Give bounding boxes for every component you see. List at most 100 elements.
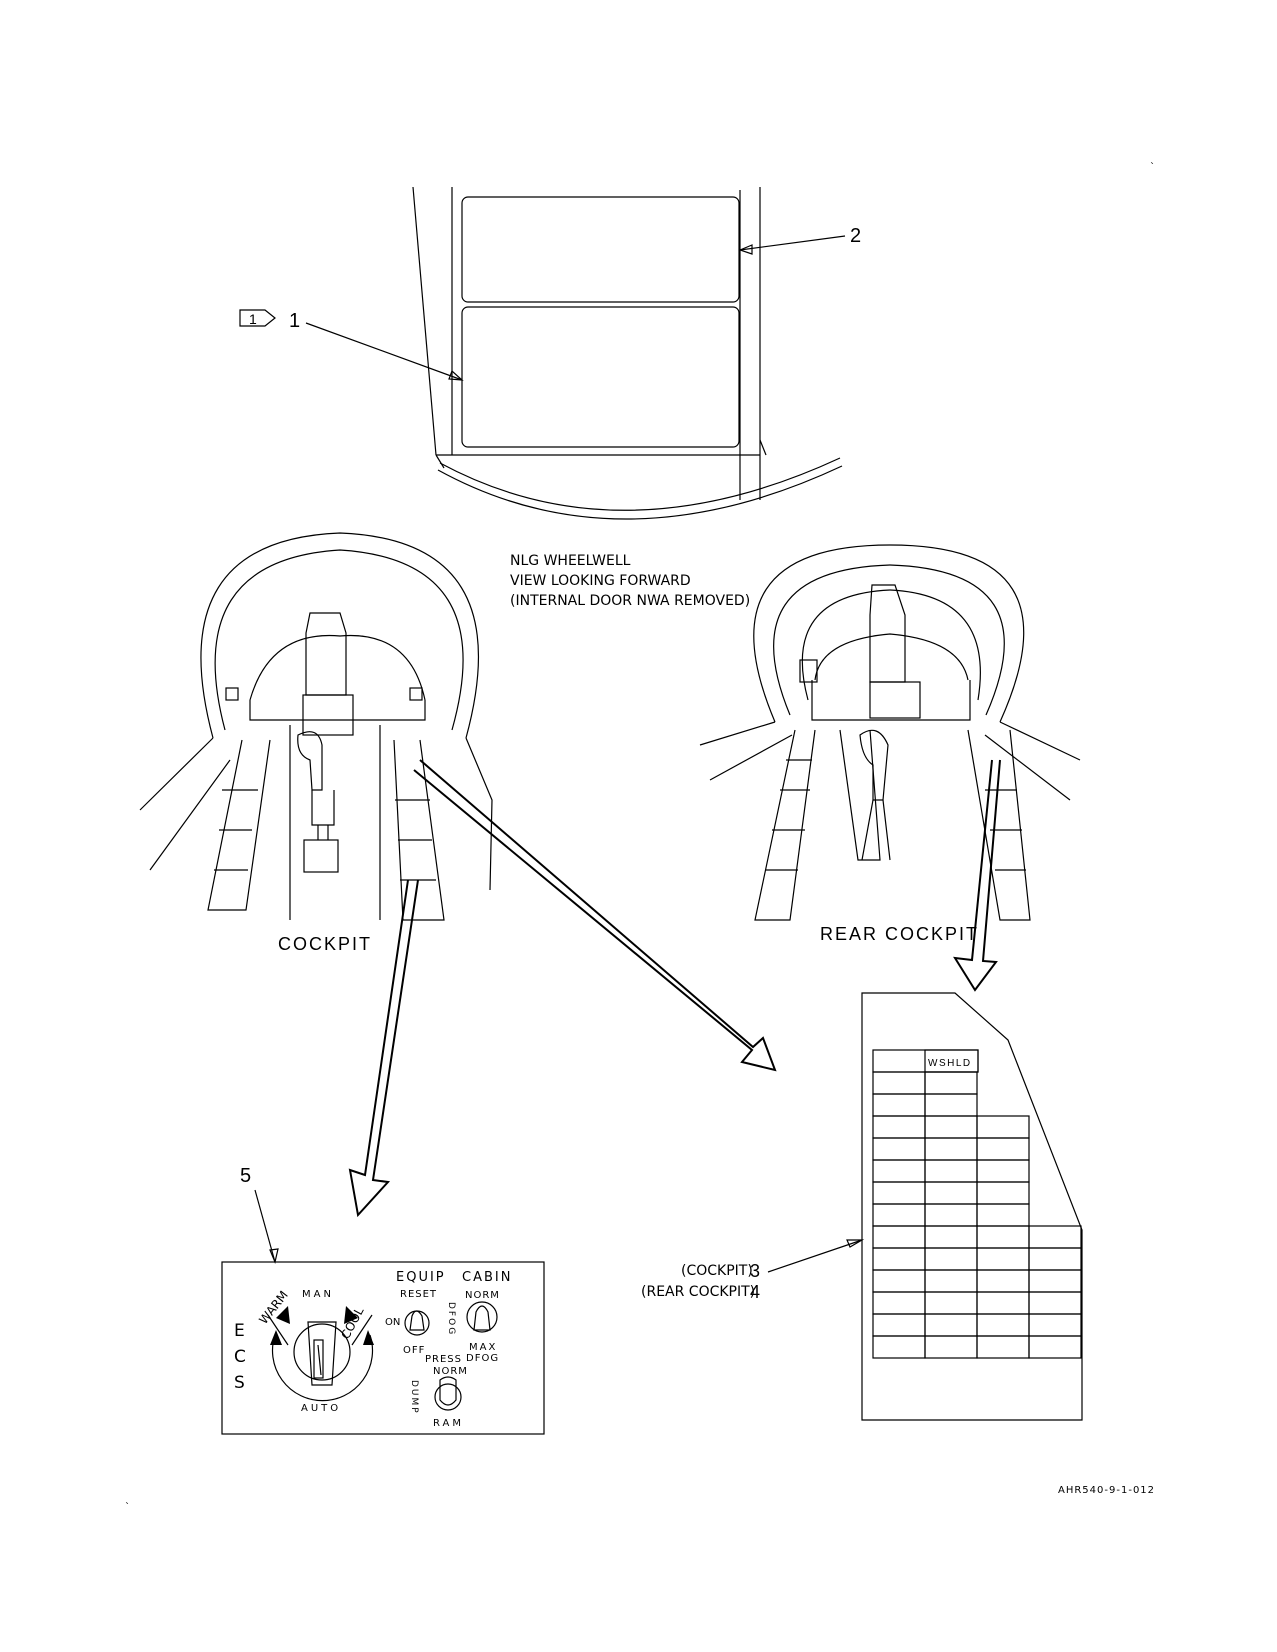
equip-label: EQUIP <box>396 1270 446 1285</box>
arrow-front-to-ecs <box>348 879 419 1218</box>
breaker-cell <box>872 1093 926 1117</box>
cabin-dfog-switch[interactable] <box>466 1301 498 1333</box>
dfog-vertical-label: DFOG <box>446 1302 456 1336</box>
stray-mark-2: ` <box>125 1501 130 1513</box>
caption-line-1: NLG WHEELWELL <box>510 553 631 569</box>
circuit-breaker-panel <box>861 992 1083 1421</box>
breaker-cell <box>924 1071 978 1095</box>
breaker-cell <box>1028 1335 1082 1359</box>
press-norm-label: NORM <box>433 1366 468 1377</box>
callout-4-number: 4 <box>750 1282 760 1302</box>
breaker-cell <box>872 1181 926 1205</box>
arrow-front-to-panel <box>413 759 777 1072</box>
breaker-cell <box>1028 1313 1082 1337</box>
callout-2: 2 <box>738 225 861 255</box>
breaker-cell <box>924 1225 978 1249</box>
breaker-cell <box>872 1247 926 1271</box>
flag-note-number: 1 <box>249 311 257 327</box>
on-label: ON <box>385 1317 400 1328</box>
max-label: MAX <box>469 1342 497 1353</box>
equip-reset-switch[interactable] <box>404 1310 430 1336</box>
breaker-cell <box>976 1225 1030 1249</box>
breaker-cell <box>872 1291 926 1315</box>
nlg-wheelwell-drawing <box>412 186 843 520</box>
breaker-cell <box>1028 1247 1082 1271</box>
breaker-cell <box>924 1093 978 1117</box>
breaker-cell <box>976 1291 1030 1315</box>
temperature-knob[interactable] <box>267 1306 374 1402</box>
breaker-cell <box>872 1335 926 1359</box>
ecs-label-c: C <box>234 1347 246 1367</box>
callout-4-label: (REAR COCKPIT) <box>641 1284 755 1300</box>
breaker-cell <box>976 1115 1030 1139</box>
reset-label: RESET <box>400 1289 437 1300</box>
breaker-cell <box>924 1247 978 1271</box>
breaker-cell <box>976 1247 1030 1271</box>
breaker-cell <box>976 1335 1030 1359</box>
breaker-cell <box>924 1203 978 1227</box>
breaker-cell <box>976 1313 1030 1337</box>
breaker-cell <box>872 1137 926 1161</box>
cool-label: COOL <box>338 1305 366 1342</box>
breaker-cell <box>872 1159 926 1183</box>
figure-id: AHR540-9-1-012 <box>1058 1485 1155 1496</box>
breaker-cell <box>872 1225 926 1249</box>
callout-5-number: 5 <box>240 1165 251 1187</box>
callout-5: 5 <box>240 1165 279 1264</box>
breaker-cell <box>924 1269 978 1293</box>
ram-label: RAM <box>433 1418 464 1429</box>
press-label: PRESS <box>425 1354 462 1365</box>
man-label: MAN <box>302 1289 334 1300</box>
dump-label: DUMP <box>409 1380 419 1415</box>
breaker-cell <box>924 1291 978 1315</box>
callout-2-number: 2 <box>850 225 861 247</box>
breaker-cell <box>924 1115 978 1139</box>
breaker-cell <box>976 1137 1030 1161</box>
dfog-label: DFOG <box>466 1353 499 1364</box>
callout-3-label: (COCKPIT) <box>681 1263 753 1279</box>
callout-3-4: (COCKPIT) 3 (REAR COCKPIT) 4 <box>641 1239 865 1302</box>
flag-note-box <box>239 309 276 327</box>
rear-cockpit-label: REAR COCKPIT <box>820 924 979 944</box>
ecs-label-e: E <box>234 1321 245 1341</box>
breaker-cell <box>1028 1291 1082 1315</box>
callout-1-number: 1 <box>289 310 300 332</box>
arrow-rear-to-panel <box>953 759 1001 992</box>
breaker-cell <box>872 1203 926 1227</box>
breaker-cell <box>976 1181 1030 1205</box>
cabin-label: CABIN <box>462 1270 512 1285</box>
auto-label: AUTO <box>301 1403 341 1414</box>
rear-cockpit-drawing <box>699 544 1081 921</box>
breaker-cell <box>1028 1269 1082 1293</box>
breaker-cell <box>976 1203 1030 1227</box>
ecs-control-panel: E C S MAN WARM COOL AUTO EQUIP CABIN RES… <box>221 1261 545 1435</box>
caption-line-2: VIEW LOOKING FORWARD <box>510 573 691 589</box>
wshld-header: WSHLD <box>928 1058 972 1069</box>
breaker-cell <box>872 1269 926 1293</box>
breaker-cell <box>976 1269 1030 1293</box>
breaker-cell <box>872 1115 926 1139</box>
breaker-cell <box>924 1313 978 1337</box>
front-cockpit-drawing <box>139 532 493 921</box>
norm-label: NORM <box>465 1290 500 1301</box>
caption-line-3: (INTERNAL DOOR NWA REMOVED) <box>510 593 750 609</box>
cockpit-label: COCKPIT <box>278 934 372 954</box>
breaker-cell <box>924 1137 978 1161</box>
press-switch[interactable] <box>434 1376 462 1411</box>
breaker-cell <box>924 1181 978 1205</box>
breaker-cell <box>976 1159 1030 1183</box>
breaker-cell <box>924 1159 978 1183</box>
callout-3-number: 3 <box>750 1261 760 1281</box>
wheelwell-caption: NLG WHEELWELL VIEW LOOKING FORWARD (INTE… <box>510 553 750 609</box>
breaker-cell <box>924 1335 978 1359</box>
off-label: OFF <box>403 1345 425 1356</box>
stray-mark: ` <box>1150 161 1155 173</box>
breaker-cell <box>872 1071 926 1095</box>
callout-1: 1 1 <box>239 309 464 381</box>
breaker-grid <box>872 1071 1082 1359</box>
ecs-label-s: S <box>234 1373 245 1393</box>
breaker-cell <box>872 1313 926 1337</box>
svg-text:DFOG: DFOG <box>446 1302 456 1336</box>
